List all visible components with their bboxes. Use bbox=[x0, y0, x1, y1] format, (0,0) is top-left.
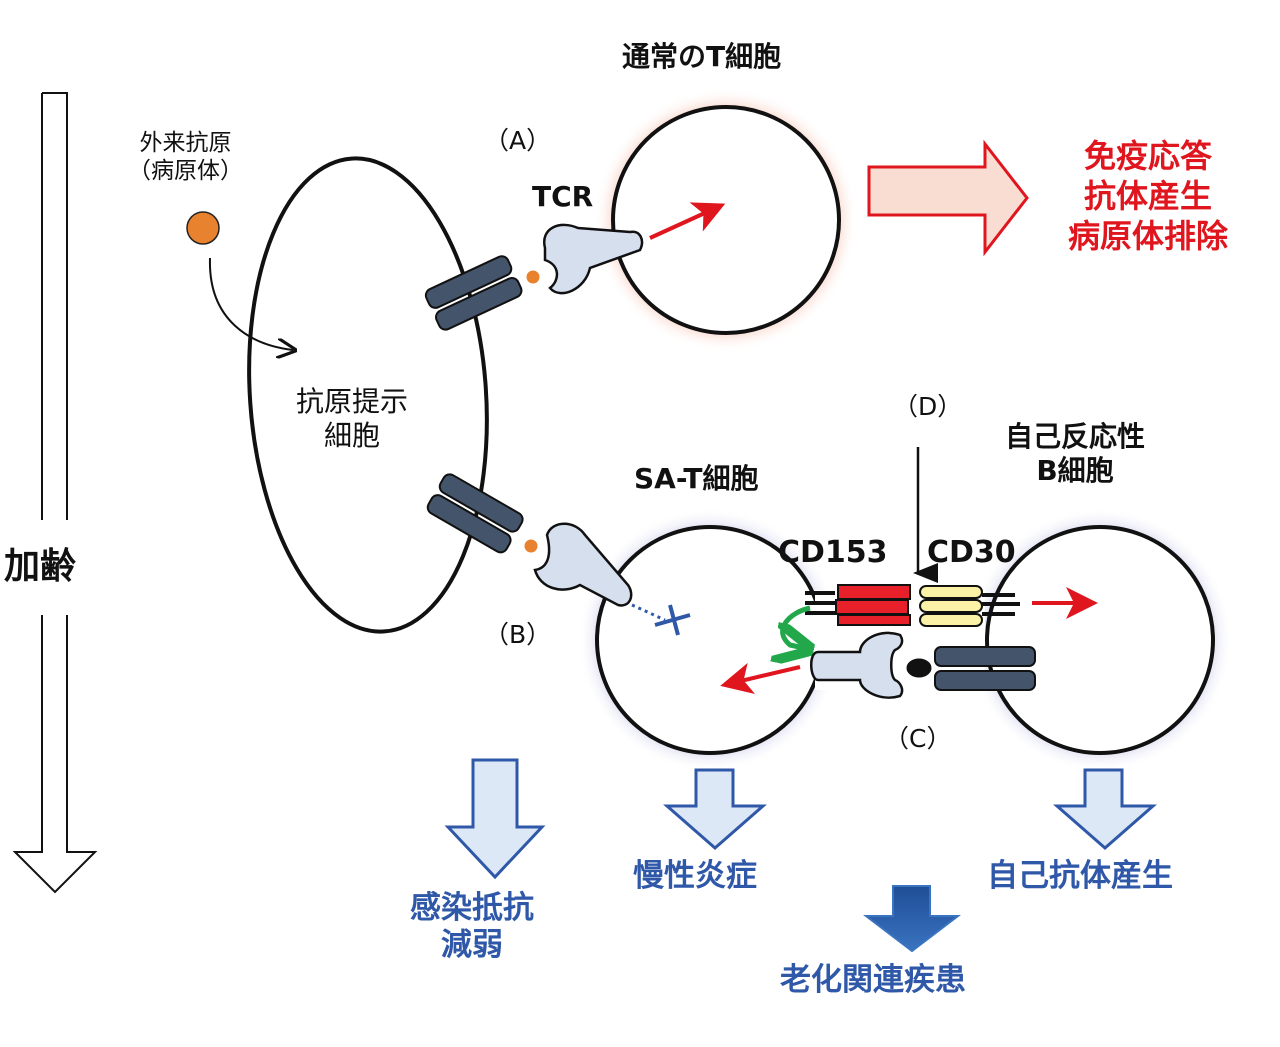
outcome-antibody-production: 抗体産生 bbox=[1084, 177, 1213, 215]
self-antigen-peptide bbox=[903, 655, 935, 681]
foreign-antigen-label: 外来抗原 （病原体） bbox=[128, 130, 243, 185]
autoantibody-label: 自己抗体産生 bbox=[987, 858, 1173, 894]
blocked-signal-line bbox=[631, 603, 666, 622]
mhc-complex-c bbox=[934, 646, 1036, 691]
antigen-presenting-cell bbox=[247, 156, 489, 634]
label-b: （B） bbox=[484, 620, 552, 649]
foreign-antigen-line1: 外来抗原 bbox=[139, 130, 232, 156]
tcr-a bbox=[543, 223, 644, 295]
foreign-antigen-line2: （病原体） bbox=[128, 157, 243, 184]
sa-t-cell-label: SA-T細胞 bbox=[634, 462, 759, 495]
infection-resistance-label: 感染抵抗 減弱 bbox=[410, 890, 534, 964]
mhc-complex-b bbox=[426, 473, 524, 554]
normal-t-cell-title: 通常のT細胞 bbox=[622, 40, 782, 73]
foreign-antigen-dot bbox=[186, 211, 220, 245]
apc-line1: 抗原提示 bbox=[296, 385, 409, 418]
cd153-molecule bbox=[805, 584, 911, 626]
outcome-pathogen-elimination: 病原体排除 bbox=[1068, 217, 1229, 255]
age-related-disease-label: 老化関連疾患 bbox=[780, 962, 966, 998]
outcome-arrow-disease bbox=[863, 885, 961, 953]
aging-label: 加齢 bbox=[4, 546, 77, 587]
aging-arrow bbox=[12, 92, 98, 894]
activation-arrow-normal bbox=[649, 202, 726, 240]
chronic-inflammation-label: 慢性炎症 bbox=[633, 858, 757, 894]
autoreactive-b-cell bbox=[968, 508, 1232, 772]
antigen-peptide-b bbox=[521, 536, 541, 556]
infection-resistance-line2: 減弱 bbox=[441, 927, 503, 964]
apc-line2: 細胞 bbox=[324, 418, 381, 452]
cd30-molecule bbox=[919, 585, 1020, 627]
apc-label: 抗原提示 細胞 bbox=[296, 385, 408, 452]
outcome-immune-response: 免疫応答 bbox=[1084, 137, 1213, 175]
outcome-arrow-right bbox=[867, 139, 1029, 257]
cd30-label: CD30 bbox=[927, 535, 1016, 570]
outcome-arrow-inflammation bbox=[663, 768, 767, 850]
antigen-peptide-a bbox=[523, 267, 543, 287]
label-d: （D） bbox=[893, 392, 963, 421]
activation-arrow-sa-t bbox=[720, 662, 801, 695]
tcr-c bbox=[810, 631, 904, 699]
tcr-label: TCR bbox=[532, 180, 594, 213]
green-feedback-arrow bbox=[783, 605, 810, 648]
outcome-arrow-autoantibody bbox=[1053, 768, 1157, 850]
label-a: （A） bbox=[484, 126, 552, 155]
infection-resistance-line1: 感染抵抗 bbox=[410, 890, 534, 926]
label-c: （C） bbox=[884, 724, 952, 753]
autoreactive-b-line2: B細胞 bbox=[1036, 453, 1114, 487]
blocked-signal-x-icon bbox=[654, 604, 691, 636]
mhc-complex-a bbox=[424, 255, 523, 331]
outcome-arrow-infection bbox=[444, 758, 546, 880]
normal-t-cell bbox=[594, 88, 858, 352]
tcr-b bbox=[533, 522, 633, 607]
normal-outcome-text: 免疫応答 抗体産生 病原体排除 bbox=[1068, 136, 1228, 256]
sa-t-cell bbox=[578, 508, 842, 772]
antigen-uptake-arrow bbox=[208, 257, 293, 350]
autoreactive-b-cell-label: 自己反応性 B細胞 bbox=[1005, 420, 1145, 487]
autoreactive-b-line1: 自己反応性 bbox=[1005, 420, 1146, 453]
cd153-label: CD153 bbox=[778, 535, 888, 570]
